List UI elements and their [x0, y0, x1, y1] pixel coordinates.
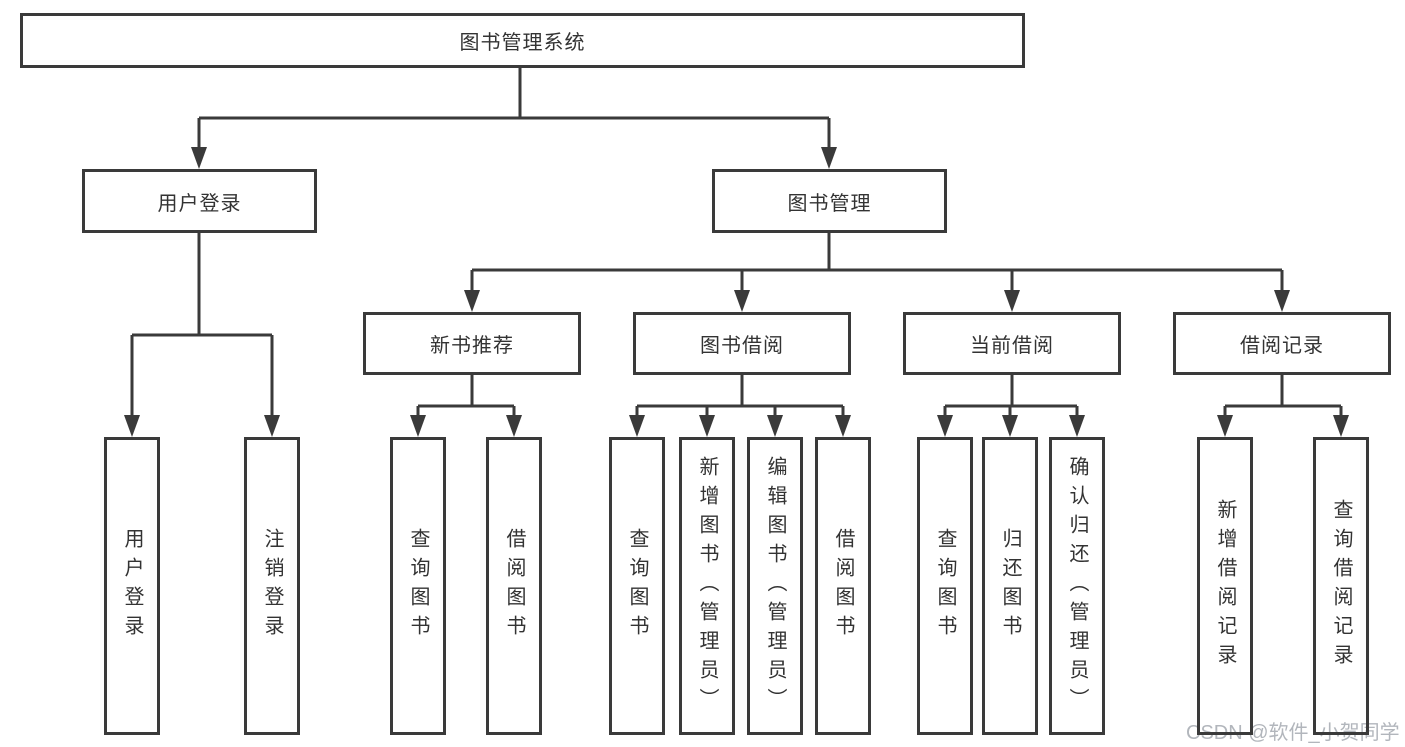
edge-new-book-recommend-to-leaves	[410, 375, 522, 437]
leaf-cb-query-books: 查询图书	[917, 437, 973, 735]
edge-book-borrowing-to-leaves	[629, 375, 851, 437]
node-book-borrowing: 图书借阅	[633, 312, 851, 375]
leaf-bb-edit-books-admin: 编辑图书（管理员）	[747, 437, 803, 735]
node-borrow-records-label: 借阅记录	[1240, 335, 1324, 357]
leaf-user-login: 用户登录	[104, 437, 160, 735]
node-book-management: 图书管理	[712, 169, 947, 233]
node-user-login-label: 用户登录	[157, 192, 242, 215]
leaf-bb-query-books: 查询图书	[609, 437, 665, 735]
node-root-label: 图书管理系统	[459, 32, 586, 54]
edge-root-to-level2	[191, 68, 837, 169]
leaf-nbr-borrow-books-label: 借阅图书	[503, 528, 525, 644]
edge-user-login-to-leaves	[124, 233, 280, 437]
leaf-cb-return-books-label: 归还图书	[999, 528, 1021, 644]
leaf-bb-query-books-label: 查询图书	[626, 528, 648, 644]
leaf-bb-borrow-books: 借阅图书	[815, 437, 871, 735]
leaf-cb-confirm-return-admin: 确认归还（管理员）	[1049, 437, 1105, 735]
leaf-nbr-query-books-label: 查询图书	[407, 528, 429, 644]
leaf-br-add-borrow-record-label: 新增借阅记录	[1214, 499, 1236, 673]
node-book-borrowing-label: 图书借阅	[700, 335, 784, 357]
leaf-cb-query-books-label: 查询图书	[934, 528, 956, 644]
csdn-watermark: CSDN @软件_小贺同学	[1186, 722, 1400, 744]
leaf-bb-edit-books-admin-label: 编辑图书（管理员）	[764, 455, 786, 717]
leaf-bb-borrow-books-label: 借阅图书	[832, 528, 854, 644]
node-book-management-label: 图书管理	[787, 192, 872, 215]
node-current-borrowing-label: 当前借阅	[970, 335, 1054, 357]
node-user-login: 用户登录	[82, 169, 317, 233]
leaf-br-query-borrow-record: 查询借阅记录	[1313, 437, 1369, 735]
node-new-book-recommend-label: 新书推荐	[430, 335, 514, 357]
leaf-logout: 注销登录	[244, 437, 300, 735]
leaf-br-query-borrow-record-label: 查询借阅记录	[1330, 499, 1352, 673]
edge-borrow-records-to-leaves	[1217, 375, 1349, 437]
leaf-nbr-query-books: 查询图书	[390, 437, 446, 735]
node-current-borrowing: 当前借阅	[903, 312, 1121, 375]
leaf-bb-add-books-admin-label: 新增图书（管理员）	[696, 455, 718, 717]
edge-current-borrowing-to-leaves	[937, 375, 1085, 437]
leaf-user-login-label: 用户登录	[121, 528, 143, 644]
leaf-nbr-borrow-books: 借阅图书	[486, 437, 542, 735]
leaf-cb-confirm-return-admin-label: 确认归还（管理员）	[1066, 455, 1088, 717]
edge-book-management-to-groups	[464, 233, 1290, 312]
node-new-book-recommend: 新书推荐	[363, 312, 581, 375]
leaf-br-add-borrow-record: 新增借阅记录	[1197, 437, 1253, 735]
leaf-logout-label: 注销登录	[261, 528, 283, 644]
leaf-bb-add-books-admin: 新增图书（管理员）	[679, 437, 735, 735]
node-root: 图书管理系统	[20, 13, 1025, 68]
leaf-cb-return-books: 归还图书	[982, 437, 1038, 735]
node-borrow-records: 借阅记录	[1173, 312, 1391, 375]
